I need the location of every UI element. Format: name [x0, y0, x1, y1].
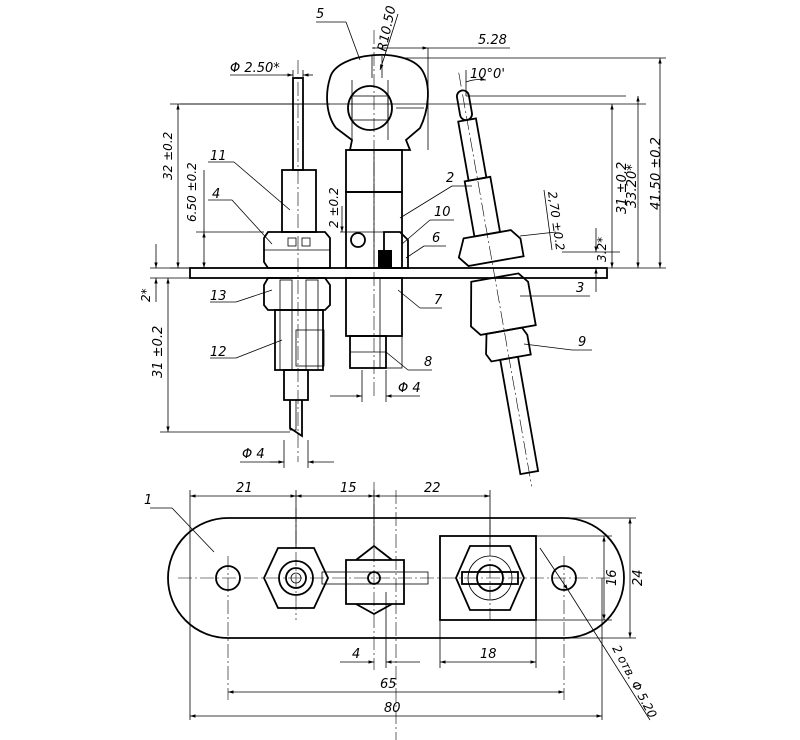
plate-section [189, 267, 608, 279]
plan-dimensions [189, 490, 651, 721]
callout-1: 1 [144, 493, 152, 508]
dim-d-2-50: Φ 2.50* [230, 61, 280, 76]
dim-phi4-mid: Φ 4 [398, 381, 421, 396]
right-spark-electrode [456, 72, 540, 487]
dim-phi4-low: Φ 4 [242, 447, 265, 462]
dimension-labels: Φ 2.50* R10.50 5.28 10°0' 32 ±0.2 6.50 ±… [139, 4, 664, 720]
dim-r-10-50: R10.50 [375, 4, 399, 52]
mounting-plate [167, 517, 625, 639]
front-view [150, 13, 666, 487]
left-thermocouple-assembly [263, 60, 331, 462]
dim-angle-10: 10°0' [470, 67, 505, 82]
dim-4: 4 [352, 647, 360, 662]
callout-11: 11 [210, 149, 227, 164]
dim-32: 32 ±0.2 [161, 132, 175, 180]
dim-41-50: 41.50 ±0.2 [649, 137, 664, 210]
dim-22: 22 [424, 481, 441, 496]
dim-21: 21 [236, 481, 253, 496]
dim-31-left: 31 ±0.2 [151, 326, 166, 378]
dim-31-right: 31 ±0.2 [615, 162, 630, 214]
dim-2-left: 2* [139, 288, 153, 302]
callout-4: 4 [212, 187, 220, 202]
dim-15: 15 [340, 481, 357, 496]
dim-6-50: 6.50 ±0.2 [185, 162, 199, 222]
dim-24: 24 [631, 569, 646, 586]
callout-labels: 1 2 3 4 5 6 7 8 9 10 11 12 13 [144, 7, 586, 508]
dim-5-28: 5.28 [478, 33, 507, 48]
front-callout-leaders [208, 21, 592, 371]
callout-8: 8 [424, 355, 432, 370]
callout-12: 12 [210, 345, 227, 360]
callout-9: 9 [578, 335, 586, 350]
callout-13: 13 [210, 289, 227, 304]
front-dimensions [150, 13, 666, 468]
callout-6: 6 [432, 231, 440, 246]
dim-18: 18 [480, 647, 497, 662]
callout-10: 10 [434, 205, 451, 220]
dim-2-top: 2 ±0.2 [327, 187, 341, 228]
callout-7: 7 [434, 293, 443, 308]
plan-view [150, 482, 651, 740]
dim-33-20: 33.20* [625, 164, 640, 208]
middle-electrode-assembly [326, 30, 429, 398]
callout-3: 3 [576, 281, 584, 296]
dim-holes: 2 отв. Φ 5.20 [609, 643, 659, 721]
dim-3-2: 3.2* [595, 237, 609, 262]
dim-80: 80 [384, 701, 401, 716]
dim-65: 65 [380, 677, 397, 692]
callout-2: 2 [446, 171, 454, 186]
dim-16: 16 [605, 569, 620, 586]
callout-5: 5 [316, 7, 324, 22]
